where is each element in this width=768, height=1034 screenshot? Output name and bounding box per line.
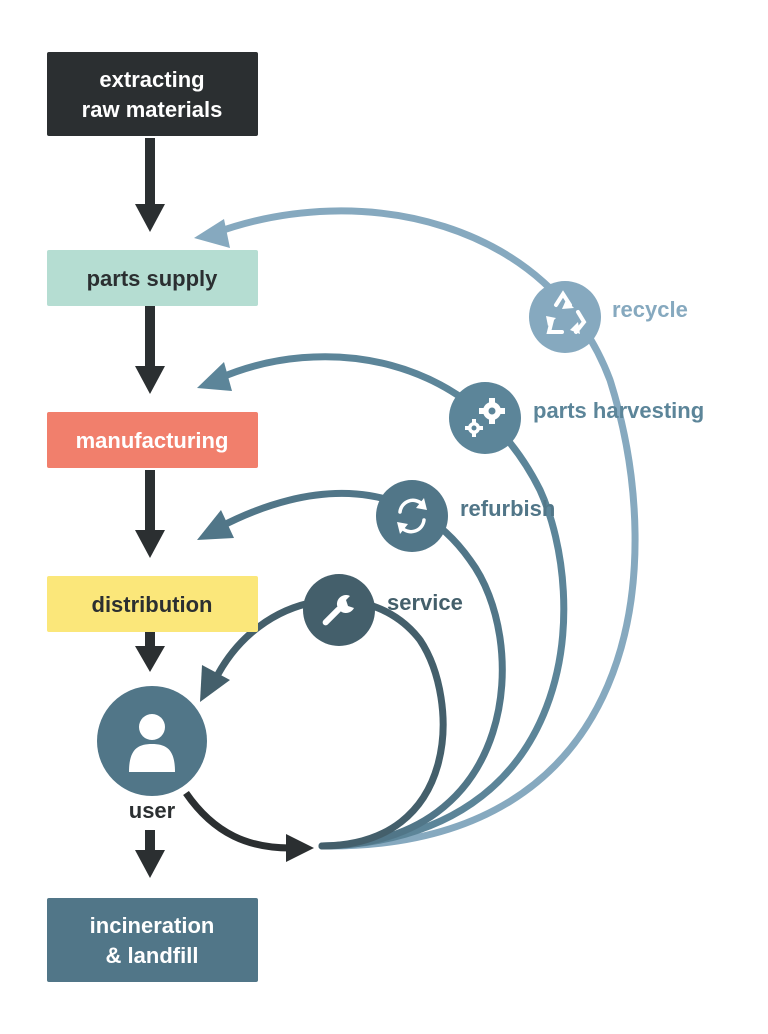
stage-manufacturing-box <box>47 412 258 468</box>
main-flow-arrows <box>135 138 314 878</box>
stage-disposal: incineration & landfill <box>47 898 258 982</box>
loop-refurbish <box>197 489 506 850</box>
loop-service <box>200 596 447 850</box>
user-avatar-circle <box>97 686 207 796</box>
parts-harvesting-arrowhead <box>197 362 232 391</box>
stage-extracting-label-line1: extracting <box>99 67 204 92</box>
refresh-icon <box>397 498 427 534</box>
loop-parts-harvesting-label: parts harvesting <box>533 398 704 423</box>
parts-harvesting-arc <box>216 353 568 850</box>
service-arrowhead <box>200 665 230 702</box>
flow-arrow-parts-to-manufacturing <box>135 306 165 394</box>
badge-parts-harvesting <box>449 382 521 454</box>
stage-manufacturing: manufacturing <box>47 412 258 468</box>
flow-arrow-manufacturing-to-distribution <box>135 470 165 558</box>
recycle-icon <box>546 290 587 334</box>
flow-arrow-extracting-to-parts <box>135 138 165 232</box>
stage-disposal-box <box>47 898 258 982</box>
stage-parts-supply-box <box>47 250 258 306</box>
wrench-icon <box>322 595 354 626</box>
badge-recycle <box>529 281 601 353</box>
stage-parts-supply-label: parts supply <box>87 266 219 291</box>
recycle-arc <box>211 207 639 850</box>
stage-user-label: user <box>129 798 176 823</box>
loop-service-label: service <box>387 590 463 615</box>
recycle-arrowhead <box>194 219 230 248</box>
flow-arrow-user-to-loops <box>183 791 314 862</box>
refurbish-arc <box>216 489 506 850</box>
flow-arrow-distribution-to-user <box>135 632 165 672</box>
stage-user: user <box>97 686 207 823</box>
stage-parts-supply: parts supply <box>47 250 258 306</box>
loop-recycle <box>194 207 639 850</box>
refurbish-arrowhead <box>197 510 234 540</box>
badge-refurbish <box>376 480 448 552</box>
loop-recycle-label: recycle <box>612 297 688 322</box>
flow-arrow-user-to-disposal <box>135 830 165 878</box>
loop-refurbish-label: refurbish <box>460 496 555 521</box>
badge-service <box>303 574 375 646</box>
user-icon <box>129 714 175 772</box>
stage-extracting: extracting raw materials <box>47 52 258 136</box>
stage-manufacturing-label: manufacturing <box>76 428 229 453</box>
stage-disposal-label-line2: & landfill <box>106 943 199 968</box>
stage-disposal-label-line1: incineration <box>90 913 215 938</box>
stage-distribution-box <box>47 576 258 632</box>
stage-distribution: distribution <box>47 576 258 632</box>
stage-distribution-label: distribution <box>92 592 213 617</box>
stage-extracting-box <box>47 52 258 136</box>
gears-icon <box>465 398 505 437</box>
stage-extracting-label-line2: raw materials <box>82 97 223 122</box>
service-arc <box>211 596 447 850</box>
loop-parts-harvesting <box>197 353 568 850</box>
